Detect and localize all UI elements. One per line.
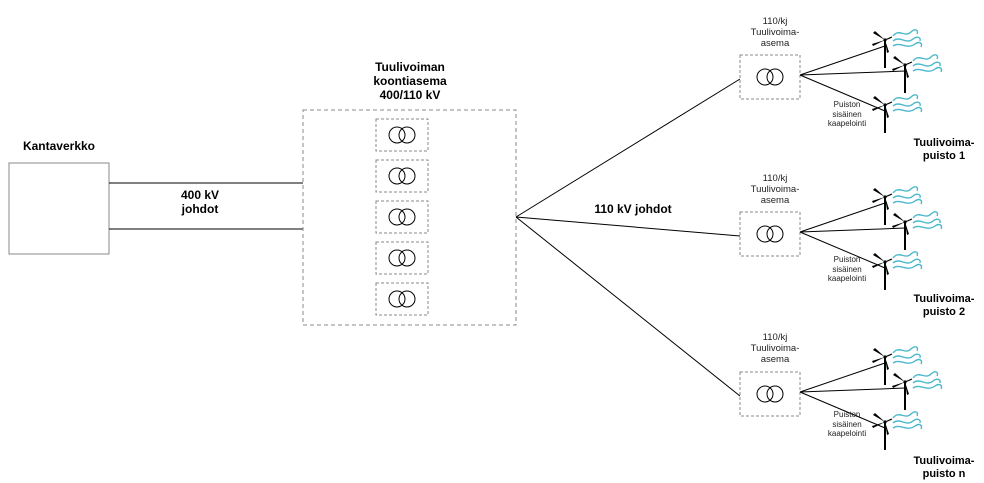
wind-station-2 — [739, 186, 943, 290]
park-cable — [799, 74, 886, 112]
line-110kv-1 — [515, 78, 741, 218]
wind-turbine-icon-wind — [892, 411, 923, 430]
station-label-n: 110/kj Tuulivoima- asema — [750, 332, 800, 365]
wind-turbine-icon — [872, 29, 923, 68]
station-label-2: 110/kj Tuulivoima- asema — [750, 173, 800, 206]
collector-transformer-box — [375, 282, 429, 316]
wind-turbine-icon — [892, 371, 943, 410]
park-cable — [799, 45, 886, 76]
wind-turbine-icon — [872, 411, 923, 450]
cabling-label-1: Puiston sisäinen kaapelointi — [827, 100, 867, 129]
line-110kv-2 — [515, 216, 741, 237]
collector-transformer-box — [375, 241, 429, 275]
collector-title: Tuulivoiman koontiasema 400/110 kV — [373, 60, 447, 102]
wind-turbine-icon — [872, 346, 923, 385]
wind-turbine-icon-wind — [912, 54, 943, 73]
wind-turbine-icon-wind — [892, 29, 923, 48]
line-110kv-3 — [515, 216, 741, 397]
park-label-2: Tuulivoima- puisto 2 — [913, 293, 975, 318]
wind-turbine-icon-wind — [892, 186, 923, 205]
grid-label: Kantaverkko — [22, 139, 96, 153]
wind-station-box — [739, 211, 801, 257]
collector-substation-box — [302, 109, 517, 326]
park-cable — [799, 227, 906, 233]
wind-turbine-icon — [892, 54, 943, 93]
transformer-icon — [388, 167, 416, 185]
cabling-label-2: Puiston sisäinen kaapelointi — [827, 255, 867, 284]
grid-box — [8, 162, 110, 255]
park-cable — [799, 391, 886, 429]
transformer-icon — [756, 225, 784, 243]
collector-transformer-box — [375, 200, 429, 234]
park-cable — [799, 362, 886, 393]
park-cable — [799, 231, 886, 269]
wind-station-box — [739, 371, 801, 417]
transformer-icon — [756, 68, 784, 86]
wind-turbine-icon — [872, 186, 923, 225]
wind-turbine-icon — [892, 211, 943, 250]
cabling-label-n: Puiston sisäinen kaapelointi — [827, 410, 867, 439]
station-label-1: 110/kj Tuulivoima- asema — [750, 16, 800, 49]
wind-turbine-icon-wind — [892, 94, 923, 113]
wind-turbine-icon — [872, 94, 923, 133]
line-110kv-label: 110 kV johdot — [594, 202, 672, 216]
transformer-icon — [388, 249, 416, 267]
stations-layer — [739, 29, 943, 450]
collector-transformer-box — [375, 118, 429, 152]
transformer-icon — [756, 385, 784, 403]
transformer-icon — [388, 126, 416, 144]
wind-turbine-icon-wind — [892, 346, 923, 365]
wind-turbine-icon — [872, 251, 923, 290]
park-cable — [799, 70, 906, 76]
line-400kv-label: 400 kV johdot — [180, 188, 220, 216]
park-label-1: Tuulivoima- puisto 1 — [913, 137, 975, 162]
wind-station-3 — [739, 346, 943, 450]
wind-turbine-icon-wind — [892, 251, 923, 270]
collector-transformers — [375, 118, 429, 316]
transformer-icon — [388, 290, 416, 308]
transformer-icon — [388, 208, 416, 226]
collector-transformer-box — [375, 159, 429, 193]
wind-turbine-icon-wind — [912, 211, 943, 230]
park-cable — [799, 387, 906, 393]
park-cable — [799, 202, 886, 233]
wind-station-box — [739, 54, 801, 100]
wind-station-1 — [739, 29, 943, 133]
park-label-n: Tuulivoima- puisto n — [913, 455, 975, 480]
wind-turbine-icon-wind — [912, 371, 943, 390]
